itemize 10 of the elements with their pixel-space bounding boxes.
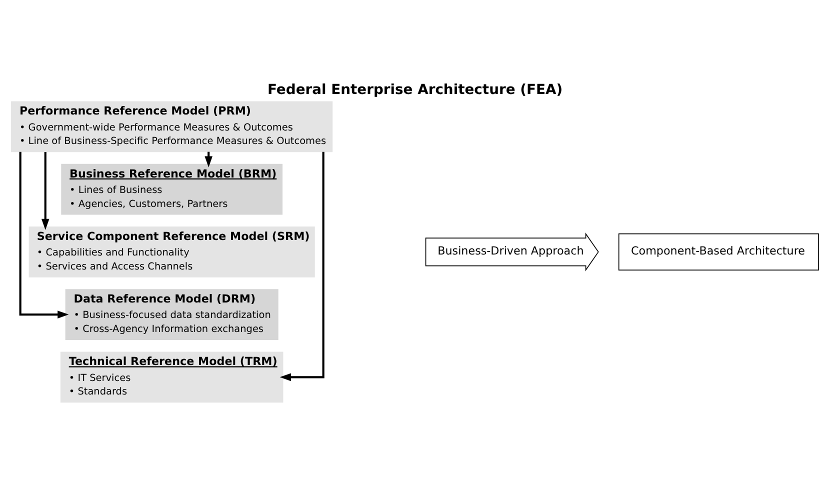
node-box: Business Reference Model (BRM) • Lines of Business • Agencies, Customers, Partners: [61, 164, 283, 215]
node-box: Service Component Reference Model (SRM) • Capabilities and Functionality • Services and Access Channels: [28, 226, 315, 278]
arrow: [41, 152, 50, 230]
node-box: Component-Based Architecture: [618, 233, 819, 270]
node-box: Performance Reference Model (PRM) • Government-wide Performance Measures & Outcomes • Line of Business-Specific Performance Measures & Outcomes: [11, 101, 333, 152]
diagram-title: Federal Enterprise Architecture (FEA): [268, 82, 563, 98]
arrow: [280, 152, 324, 382]
node-box: Technical Reference Model (TRM) • IT Services • Standards: [60, 352, 284, 403]
arrow: [19, 152, 69, 318]
node-box: Data Reference Model (DRM) • Business-focused data standardization • Cross-Agency Information exchanges: [65, 289, 278, 340]
